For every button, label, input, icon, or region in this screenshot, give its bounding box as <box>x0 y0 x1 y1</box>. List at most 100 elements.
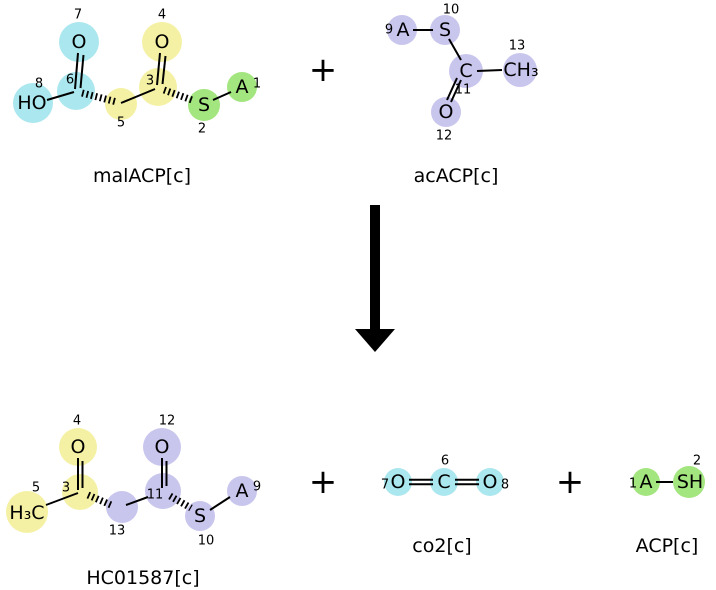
co2-labels: 7 O 6 C O 8 <box>381 454 509 494</box>
atom-highlight-S10p <box>185 501 215 531</box>
atom-map-S2: 2 <box>198 122 206 137</box>
malACP-bonds <box>46 52 232 106</box>
atom-highlight-C5p <box>6 491 48 533</box>
HC01587-highlights <box>6 428 257 533</box>
atom-highlight-O4p <box>59 428 97 466</box>
molecule-acACP: 9 A 10 S C 11 CH₃ 13 O 12 acACP[c] <box>385 3 539 188</box>
bond-S2-A1 <box>212 91 232 101</box>
HC01587-labels: 4 O 12 O 5 H₃C 3 13 11 S 10 A 9 <box>9 414 261 549</box>
atom-map-C6c: 6 <box>441 454 449 469</box>
atom-map-O8c: 8 <box>501 478 509 493</box>
atom-symbol-O8c: O <box>483 471 498 493</box>
bond-C11-S10-hashed <box>168 492 193 512</box>
reaction-arrow <box>355 205 395 352</box>
bond-C6-O7-double-2 <box>79 54 85 89</box>
atom-highlight-A1p <box>632 468 660 496</box>
molecule-caption-ACP: ACP[c] <box>636 535 699 557</box>
co2-highlights <box>384 468 504 496</box>
atom-map-C13: 13 <box>509 39 526 54</box>
atom-highlight-C11p <box>145 473 181 509</box>
atom-map-O12p: 12 <box>159 414 176 429</box>
acACP-bonds <box>413 29 503 103</box>
atom-map-HO8: 8 <box>35 77 43 92</box>
plus-sign-mid: + <box>309 462 338 502</box>
atom-highlight-S2 <box>188 89 220 121</box>
atom-highlight-C5 <box>105 88 137 120</box>
bond-C11-O12-double-1 <box>450 79 462 103</box>
atom-highlight-A9 <box>387 15 417 45</box>
molecule-malACP: 7 O 4 O 8 HO 6 5 3 S 2 A 1 malACP[c] <box>13 8 261 187</box>
atom-highlight-O12p <box>143 428 181 466</box>
atom-map-C11: 11 <box>455 83 472 98</box>
atom-symbol-C13: CH₃ <box>503 59 538 81</box>
atom-map-C5: 5 <box>117 116 125 131</box>
atom-symbol-S10p: S <box>194 505 206 527</box>
atom-symbol-SH2p: SH <box>677 471 703 493</box>
atom-highlight-HO8 <box>13 83 53 123</box>
atom-map-C13p: 13 <box>109 524 126 539</box>
bond-C3-S2-hashed <box>162 86 194 104</box>
atom-symbol-O12: O <box>439 101 454 123</box>
atom-map-S10: 10 <box>443 3 460 18</box>
atom-symbol-HO8: HO <box>17 92 46 114</box>
atom-highlight-A1 <box>227 72 257 102</box>
molecule-ACP: 1 A SH 2 ACP[c] <box>629 454 705 557</box>
atom-symbol-C5p: H₃C <box>9 502 44 524</box>
bond-C6-HO8 <box>46 91 75 101</box>
atom-symbol-C11: C <box>459 60 472 82</box>
bond-S10-C11 <box>448 38 462 61</box>
atom-symbol-C6c: C <box>437 471 450 493</box>
plus-sign-top: + <box>309 50 338 90</box>
ACP-highlights <box>632 466 705 498</box>
atom-map-A1p: 1 <box>629 477 637 492</box>
atom-highlight-C13p <box>106 491 138 523</box>
atom-map-A9: 9 <box>385 23 393 38</box>
atom-symbol-O4: O <box>155 31 170 53</box>
atom-map-A1: 1 <box>253 77 261 92</box>
atom-highlight-O8c <box>476 468 504 496</box>
atom-map-SH2p: 2 <box>693 454 701 469</box>
atom-symbol-A9: A <box>397 19 410 41</box>
bond-S10-A9 <box>209 496 231 511</box>
molecule-caption-co2: co2[c] <box>412 535 471 557</box>
atom-highlight-SH2p <box>673 466 705 498</box>
atom-highlight-C3 <box>139 68 177 106</box>
atom-map-S10p: 10 <box>198 534 215 549</box>
atom-highlight-C13 <box>503 53 537 87</box>
atom-highlight-O12 <box>431 97 461 127</box>
reaction-arrow-head <box>355 329 395 352</box>
bond-C5-C3 <box>45 492 79 506</box>
atom-symbol-O12p: O <box>155 436 170 458</box>
acACP-labels: 9 A 10 S C 11 CH₃ 13 O 12 <box>385 3 539 144</box>
atom-map-C11p: 11 <box>147 488 164 503</box>
atom-map-O7c: 7 <box>381 478 389 493</box>
atom-highlight-C11 <box>449 54 483 88</box>
co2-bonds <box>409 478 479 486</box>
atom-map-C6: 6 <box>66 73 74 88</box>
bond-C11-C13 <box>476 69 503 72</box>
acACP-highlights <box>387 15 537 127</box>
atom-symbol-A1p: A <box>640 471 653 493</box>
atom-map-A9p: 9 <box>253 480 261 495</box>
atom-highlight-O7c <box>384 468 412 496</box>
atom-symbol-O7c: O <box>391 471 406 493</box>
atom-map-O7: 7 <box>74 8 82 23</box>
atom-map-O4p: 4 <box>73 414 81 429</box>
molecule-HC01587: 4 O 12 O 5 H₃C 3 13 11 S 10 A 9 HC01587[… <box>6 414 261 589</box>
reaction-arrow-shaft <box>370 205 380 331</box>
atom-map-O12: 12 <box>436 129 453 144</box>
HC01587-bonds <box>45 458 231 512</box>
malACP-labels: 7 O 4 O 8 HO 6 5 3 S 2 A 1 <box>17 8 261 137</box>
atom-symbol-O4p: O <box>71 436 86 458</box>
atom-highlight-O4 <box>142 22 182 62</box>
malACP-highlights <box>13 22 257 123</box>
atom-symbol-S2: S <box>198 94 210 116</box>
atom-symbol-O7: O <box>72 31 87 53</box>
atom-map-C3: 3 <box>146 74 154 89</box>
ACP-labels: 1 A SH 2 <box>629 454 703 494</box>
atom-highlight-C6c <box>430 468 458 496</box>
atom-symbol-A1: A <box>236 76 249 98</box>
bond-C3-O4-double-2 <box>161 55 167 85</box>
